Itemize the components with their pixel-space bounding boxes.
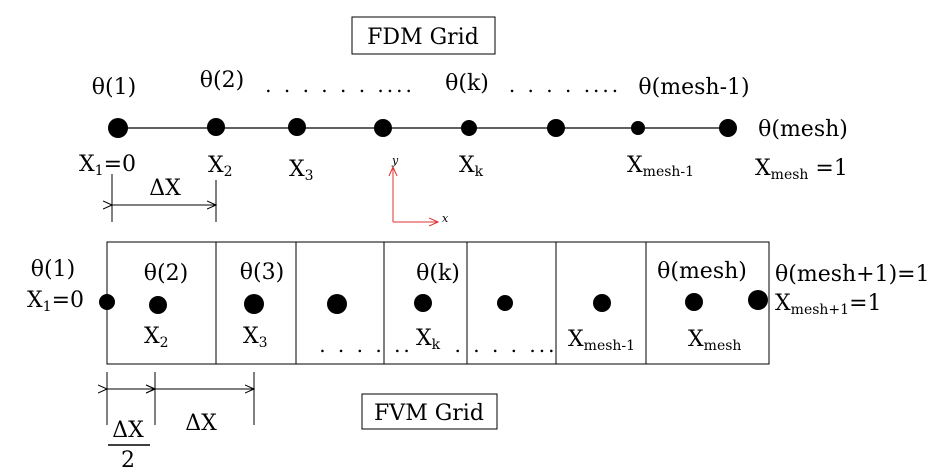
fvm-node: [99, 294, 115, 310]
fvm-x1-label: X1=0: [27, 288, 84, 315]
fvm-node: [497, 295, 513, 311]
x-axis-label: x: [442, 212, 449, 225]
fvm-xmesh-plus-1-label: Xmesh+1=1: [775, 291, 882, 318]
fdm-node: [108, 118, 128, 138]
fvm-node: [685, 293, 703, 311]
fdm-node: [374, 119, 392, 137]
fdm-theta-mesh-1: θ(mesh-1): [638, 75, 749, 100]
fdm-title: FDM Grid: [367, 25, 479, 50]
fvm-x3-label: X3: [243, 324, 268, 351]
y-axis-label: y: [391, 154, 399, 167]
fvm-node: [593, 294, 611, 312]
fdm-theta-k: θ(k): [445, 71, 489, 96]
fdm-ellipsis-2: . . . . ....: [509, 73, 621, 97]
fvm-title: FVM Grid: [374, 401, 484, 426]
fdm-node: [207, 118, 225, 136]
fdm-xmesh-1-label: Xmesh-1: [627, 153, 694, 180]
fvm-theta-3: θ(3): [240, 260, 284, 285]
fvm-xk-label: Xk: [416, 326, 441, 353]
fvm-xmesh-1-label: Xmesh-1: [568, 327, 635, 354]
fvm-node: [149, 296, 167, 314]
fvm-half-delta-denominator: 2: [121, 448, 135, 473]
fdm-theta-2: θ(2): [200, 68, 244, 93]
fdm-x3-label: X3: [289, 157, 314, 184]
fvm-theta-1: θ(1): [31, 257, 75, 282]
fvm-theta-mesh-plus-1: θ(mesh+1)=1: [775, 262, 930, 287]
fvm-node: [244, 294, 264, 314]
fdm-theta-1: θ(1): [92, 75, 136, 100]
fdm-xk-label: Xk: [459, 153, 484, 180]
fdm-title-box: [351, 16, 496, 55]
fdm-node: [631, 121, 645, 135]
fdm-node: [288, 118, 306, 136]
fvm-ellipsis-2: . . . . ...: [455, 333, 558, 357]
fdm-ellipsis-1: . . . . . . ....: [265, 73, 415, 97]
fvm-title-box: [361, 393, 498, 430]
fvm-node: [327, 294, 347, 314]
fvm-theta-mesh: θ(mesh): [657, 259, 747, 284]
fdm-x2-label: X2: [208, 153, 233, 180]
fdm-node: [719, 119, 737, 137]
fvm-theta-2: θ(2): [144, 261, 188, 286]
fdm-theta-mesh: θ(mesh): [758, 117, 848, 142]
fdm-delta-x: ΔX: [149, 176, 181, 201]
fdm-node: [461, 120, 477, 136]
fvm-ellipsis-1: . . . . ..: [319, 333, 413, 357]
fdm-node: [547, 119, 565, 137]
fvm-x2-label: X2: [144, 324, 169, 351]
fvm-delta-x: ΔX: [185, 411, 217, 436]
fvm-node: [748, 290, 768, 310]
fvm-half-delta-numerator: ΔX: [112, 418, 144, 443]
fdm-xmesh-label: Xmesh =1: [755, 156, 848, 183]
fvm-node: [414, 294, 432, 312]
fvm-xmesh-label: Xmesh: [688, 327, 741, 354]
fdm-x1-label: X1=0: [79, 152, 136, 179]
fvm-theta-k: θ(k): [416, 261, 460, 286]
